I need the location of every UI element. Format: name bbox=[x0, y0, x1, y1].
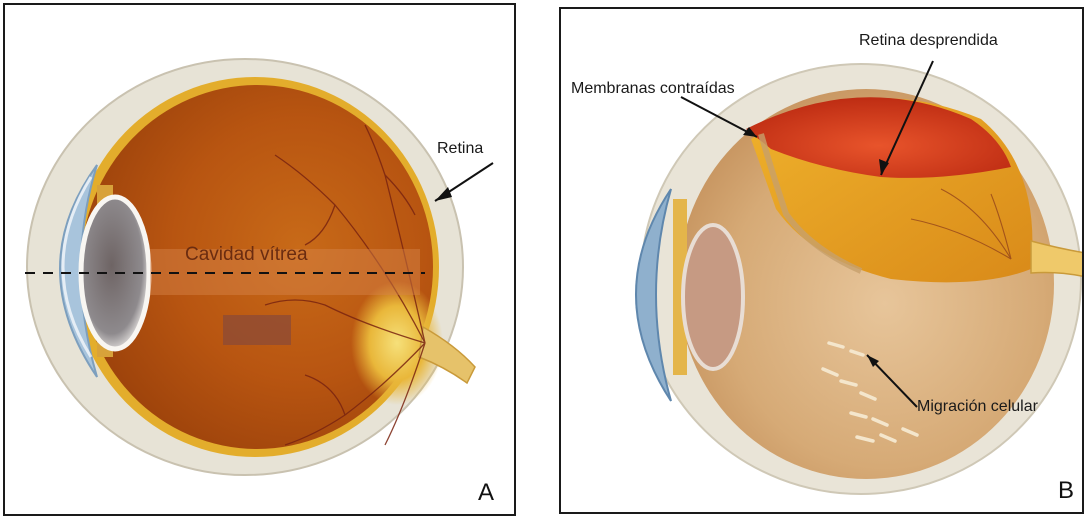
label-cell-migration: Migración celular bbox=[917, 399, 1038, 415]
label-contracted-membranes: Membranas contraídas bbox=[571, 81, 735, 97]
lens bbox=[683, 225, 743, 369]
label-retina: Retina bbox=[437, 141, 483, 157]
panel-letter-b: B bbox=[1058, 479, 1074, 503]
label-detached-retina: Retina desprendida bbox=[859, 33, 998, 49]
panel-a: Cavidad vítrea Retina A bbox=[3, 3, 516, 516]
label-vitreous-cavity: Cavidad vítrea bbox=[185, 245, 308, 264]
panel-b: Retina desprendida Membranas contraídas … bbox=[559, 7, 1084, 514]
panel-letter-a: A bbox=[478, 481, 494, 505]
